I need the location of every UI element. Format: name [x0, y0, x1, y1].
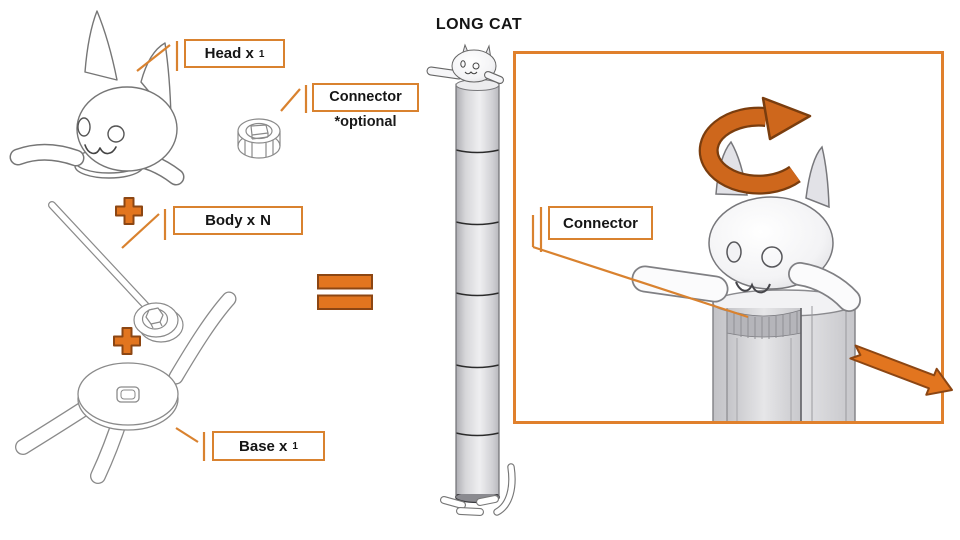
base-part-illustration: [15, 291, 237, 484]
head-part-illustration: [9, 10, 185, 186]
connector-part-illustration: [237, 118, 281, 159]
detail-panel-border: [513, 51, 944, 424]
plus-icon: [115, 197, 143, 225]
detail-connector-leader: [531, 207, 749, 319]
long-cat-feet: [440, 463, 516, 516]
detail-panel: [513, 51, 953, 424]
head-label-qty: 1: [258, 48, 265, 60]
detail-connector-label: Connector: [548, 206, 653, 240]
base-label-qty: 1: [292, 441, 298, 452]
long-cat-figure: [426, 43, 516, 516]
head-label-leader: [136, 41, 179, 72]
body-label-leader: [121, 209, 167, 249]
base-label-leader: [175, 427, 206, 461]
head-part-label: Head x 1: [184, 39, 285, 68]
detail-column: [712, 289, 856, 421]
detail-cat-head: [631, 140, 861, 312]
body-label-text: Body x: [205, 212, 256, 229]
rotate-arrow-icon: [698, 96, 812, 195]
connector-label-leader: [280, 85, 308, 113]
head-label-text: Head x: [204, 45, 254, 62]
connector-optional-note: *optional: [334, 114, 397, 130]
base-part-label: Base x 1: [212, 431, 325, 461]
connector-label-text: Connector: [329, 89, 402, 106]
plus-icon: [113, 327, 141, 355]
equals-icon: [317, 274, 373, 310]
page-title: LONG CAT: [435, 16, 523, 33]
body-part-illustration: [48, 201, 184, 343]
long-cat-column: [454, 83, 501, 504]
detail-connector-label-text: Connector: [563, 214, 638, 232]
base-label-text: Base x: [239, 437, 288, 455]
body-label-qty: N: [260, 212, 271, 229]
long-cat-head: [426, 43, 504, 91]
connector-part-label: Connector: [312, 83, 419, 112]
slide-arrow-icon: [849, 344, 953, 396]
